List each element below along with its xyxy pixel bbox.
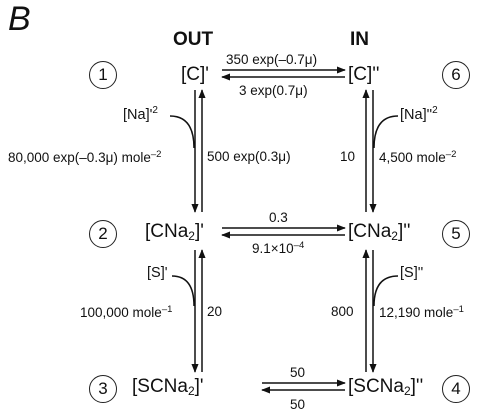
- state-c-out: [C]': [181, 64, 209, 85]
- header-in: IN: [350, 29, 369, 50]
- rate-c-forward: 350 exp(–0.7μ): [226, 52, 318, 67]
- ligand-curve-na-in: [373, 115, 399, 149]
- ligand-s-out: [S]': [147, 265, 168, 281]
- panel-label: B: [8, 0, 31, 38]
- state-scna-out: [SCNa2]': [132, 376, 204, 398]
- rate-out-s-bind: 100,000 mole–1: [80, 304, 173, 320]
- rate-in-s-bind: 12,190 mole–1: [379, 304, 464, 320]
- state-number-5: 5: [442, 220, 470, 248]
- rate-in-s-unbind: 800: [331, 304, 354, 319]
- state-cna-out: [CNa2]': [145, 221, 204, 243]
- rate-cna-reverse: 9.1×10–4: [252, 240, 305, 256]
- ligand-curve-na-out: [169, 115, 195, 149]
- state-number-6: 6: [442, 61, 470, 89]
- state-number-2: 2: [89, 220, 117, 248]
- rate-out-s-unbind: 20: [207, 304, 223, 319]
- state-number-3: 3: [89, 375, 117, 403]
- ligand-na-out: [Na]'2: [123, 105, 158, 123]
- ligand-curve-s-out: [171, 275, 195, 307]
- state-scna-in: [SCNa2]'': [348, 376, 424, 398]
- state-cna-in: [CNa2]'': [348, 221, 411, 243]
- rate-scna-reverse: 50: [290, 397, 306, 412]
- rate-in-na-unbind: 10: [340, 149, 356, 164]
- header-out: OUT: [173, 29, 214, 50]
- state-c-in: [C]'': [348, 64, 380, 85]
- rate-out-na-bind: 80,000 exp(–0.3μ) mole–2: [8, 149, 162, 165]
- rate-scna-forward: 50: [290, 365, 306, 380]
- rate-cna-forward: 0.3: [269, 210, 288, 225]
- ligand-na-in: [Na]''2: [400, 105, 438, 123]
- ligand-curve-s-in: [373, 275, 399, 307]
- state-number-4: 4: [442, 375, 470, 403]
- rate-c-reverse: 3 exp(0.7μ): [239, 83, 308, 98]
- state-number-1: 1: [89, 61, 117, 89]
- rate-out-na-unbind: 500 exp(0.3μ): [207, 149, 291, 164]
- rate-in-na-bind: 4,500 mole–2: [379, 149, 457, 165]
- ligand-s-in: [S]'': [400, 265, 424, 281]
